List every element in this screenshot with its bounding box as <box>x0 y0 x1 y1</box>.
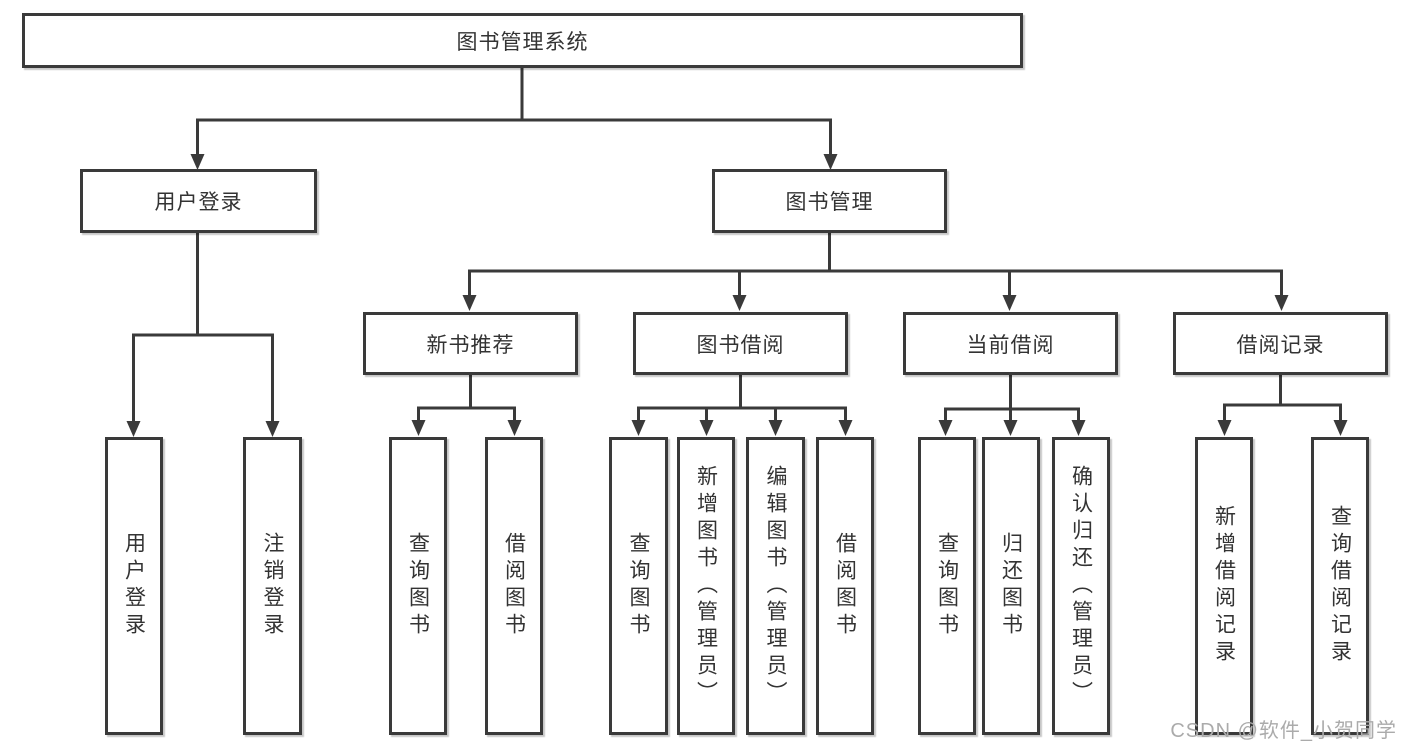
node-label: 编辑图书（管理员） <box>764 464 788 708</box>
leaf-return-book: 归还图书 <box>982 437 1040 735</box>
connector-new-book-to-leaves <box>411 375 522 436</box>
node-label: 归还图书 <box>999 532 1023 640</box>
node-label: 图书管理 <box>785 191 874 214</box>
node-label: 查询图书 <box>935 532 959 640</box>
node-borrowing-records: 借阅记录 <box>1173 312 1388 375</box>
node-label: 查询图书 <box>406 532 430 640</box>
node-label: 当前借阅 <box>966 333 1055 357</box>
node-user-login: 用户登录 <box>80 169 317 233</box>
connector-current-borrowing-to-leaves <box>938 375 1086 436</box>
leaf-query-book-recommend: 查询图书 <box>389 437 447 735</box>
connector-borrow-records-to-leaves <box>1217 375 1348 436</box>
node-new-book-recommendation: 新书推荐 <box>363 312 578 375</box>
leaf-borrow-book-recommend: 借阅图书 <box>485 437 543 735</box>
connector-book-management-to-level3 <box>462 233 1289 311</box>
leaf-edit-book-admin: 编辑图书（管理员） <box>746 437 805 735</box>
leaf-logout: 注销登录 <box>243 437 302 735</box>
connector-user-login-to-leaves <box>126 233 280 437</box>
node-label: 注销登录 <box>261 532 285 640</box>
node-label: 新增图书（管理员） <box>694 464 718 708</box>
node-library-management-system: 图书管理系统 <box>22 13 1023 68</box>
leaf-user-login: 用户登录 <box>105 437 163 735</box>
node-label: 借阅图书 <box>502 532 526 640</box>
node-current-borrowing: 当前借阅 <box>903 312 1118 375</box>
node-label: 图书借阅 <box>696 333 785 357</box>
node-label: 新增借阅记录 <box>1212 505 1236 667</box>
connector-root-to-level2 <box>190 68 838 170</box>
leaf-add-borrow-record: 新增借阅记录 <box>1195 437 1253 735</box>
node-book-borrowing: 图书借阅 <box>633 312 848 375</box>
leaf-borrow-book: 借阅图书 <box>816 437 874 735</box>
node-label: 确认归还（管理员） <box>1069 464 1093 708</box>
leaf-query-book-current: 查询图书 <box>918 437 976 735</box>
csdn-watermark: CSDN @软件_小贺同学 <box>1170 720 1397 742</box>
leaf-confirm-return-admin: 确认归还（管理员） <box>1052 437 1110 735</box>
node-label: 新书推荐 <box>426 333 515 357</box>
node-label: 查询图书 <box>627 532 651 640</box>
node-label: 用户登录 <box>154 191 243 214</box>
node-label: 图书管理系统 <box>456 30 589 54</box>
leaf-query-book-borrowing: 查询图书 <box>609 437 668 735</box>
leaf-query-borrow-record: 查询借阅记录 <box>1311 437 1369 735</box>
leaf-add-book-admin: 新增图书（管理员） <box>677 437 735 735</box>
node-label: 借阅图书 <box>833 532 857 640</box>
node-label: 用户登录 <box>122 532 146 640</box>
node-label: 借阅记录 <box>1236 333 1325 357</box>
node-book-management: 图书管理 <box>712 169 947 233</box>
node-label: 查询借阅记录 <box>1328 505 1352 667</box>
connector-book-borrowing-to-leaves <box>631 375 853 436</box>
